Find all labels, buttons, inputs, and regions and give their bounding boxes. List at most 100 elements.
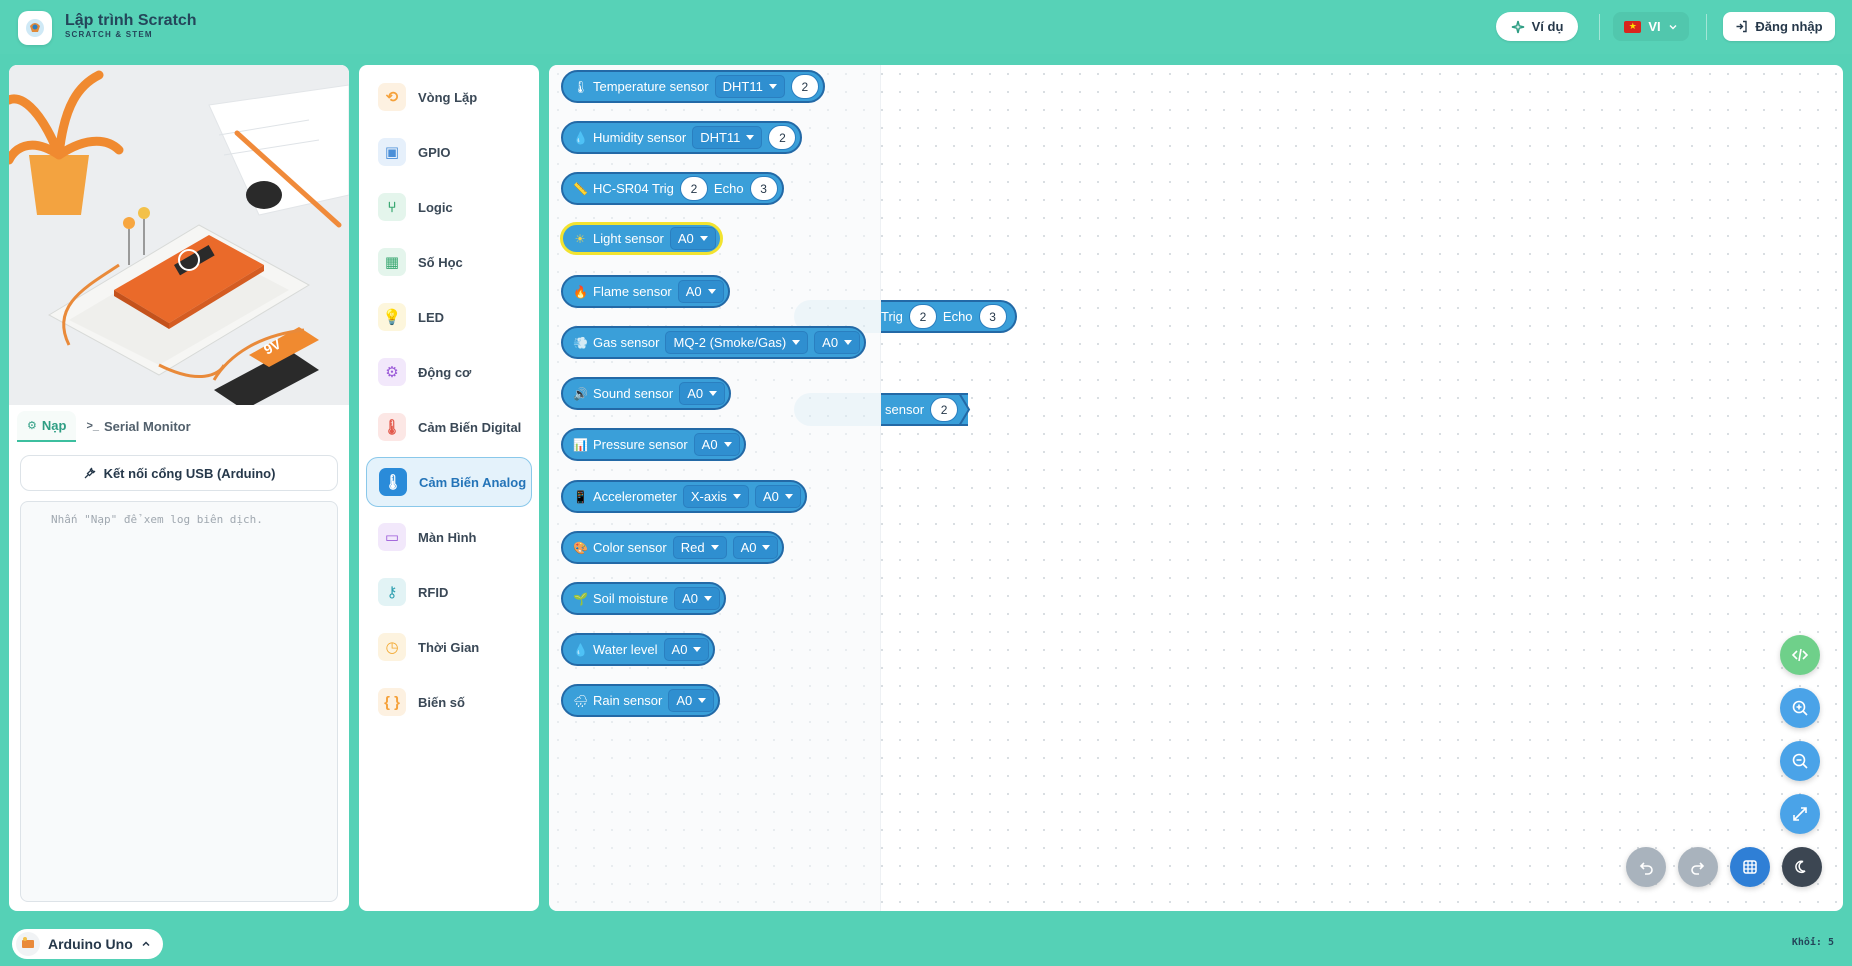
seedling-icon: 🌱 [573,591,588,606]
block-label: Gas sensor [593,335,660,350]
analog-pin-dropdown[interactable]: A0 [674,587,721,610]
analog-pin-dropdown[interactable]: A0 [814,331,861,354]
block-label: Soil moisture [593,591,669,606]
canvas-block-hcsr04[interactable]: Trig 2 Echo 3 [881,300,1017,333]
sensor-type-dropdown[interactable]: DHT11 [714,75,785,98]
sensor-type-dropdown[interactable]: DHT11 [692,126,763,149]
category-gpio[interactable]: ▣ GPIO [366,127,532,177]
examples-button[interactable]: Ví dụ [1496,12,1578,41]
block-label: Color sensor [593,540,667,555]
category-rfid[interactable]: ⚷ RFID [366,567,532,617]
category-led[interactable]: 💡 LED [366,292,532,342]
board-selector[interactable]: Arduino Uno [12,929,163,959]
category-math[interactable]: ▦ Số Học [366,237,532,287]
block-gas-sensor[interactable]: 💨 Gas sensor MQ-2 (Smoke/Gas) A0 [561,326,867,359]
category-label: RFID [418,584,449,600]
login-button[interactable]: Đăng nhập [1723,12,1835,41]
block-pressure-sensor[interactable]: 📊 Pressure sensor A0 [561,428,746,461]
tab-serial-monitor[interactable]: >_ Serial Monitor [76,412,200,441]
canvas-block-sensor[interactable]: sensor 2 [881,393,969,426]
block-rain-sensor[interactable]: 🌧 Rain sensor A0 [561,684,721,717]
caret-down-icon [792,340,801,345]
language-select[interactable]: ★ VI [1613,12,1689,41]
axis-dropdown[interactable]: X-axis [682,485,749,508]
code-icon [1791,648,1809,662]
caret-down-icon [698,698,707,703]
analog-pin-dropdown[interactable]: A0 [669,227,716,250]
trig-pin-input[interactable]: 2 [908,304,937,329]
category-motor[interactable]: ⚙ Động cơ [366,347,532,397]
phone-icon: 📱 [573,489,588,504]
tab-serial-monitor-label: Serial Monitor [103,418,191,434]
view-code-button[interactable] [1780,635,1820,675]
block-soil-moisture[interactable]: 🌱 Soil moisture A0 [561,582,727,615]
zoom-in-button[interactable] [1780,688,1820,728]
block-flame-sensor[interactable]: 🔥 Flame sensor A0 [561,275,730,308]
expand-icon [1793,807,1807,821]
undo-button[interactable] [1626,847,1666,887]
caret-down-icon [746,135,755,140]
block-hcsr04[interactable]: 📏 HC-SR04 Trig 2 Echo 3 [561,172,784,205]
category-logic[interactable]: ⑂ Logic [366,182,532,232]
grid-toggle-button[interactable] [1730,847,1770,887]
caret-down-icon [704,596,713,601]
echo-pin-input[interactable]: 3 [978,304,1007,329]
undo-icon [1639,862,1653,875]
gear-icon: ⚙ [378,358,406,386]
pin-input[interactable]: 2 [768,125,797,150]
zoom-out-button[interactable] [1780,741,1820,781]
analog-pin-dropdown[interactable]: A0 [677,280,724,303]
category-display[interactable]: ▭ Màn Hình [366,512,532,562]
block-humidity-sensor[interactable]: 💧 Humidity sensor DHT11 2 [561,121,803,154]
analog-pin-dropdown[interactable]: A0 [679,382,726,405]
block-water-level[interactable]: 💧 Water level A0 [561,633,716,666]
category-analog-sensor[interactable]: 🌡 Cảm Biến Analog [366,457,532,507]
category-digital-sensor[interactable]: 🌡 Cảm Biến Digital [366,402,532,452]
analog-pin-dropdown[interactable]: A0 [668,689,715,712]
redo-button[interactable] [1678,847,1718,887]
language-label: VI [1648,19,1661,34]
analog-pin-dropdown[interactable]: A0 [732,536,779,559]
dropdown-value: A0 [685,284,702,299]
app-logo[interactable] [18,11,52,45]
canvas-trig-label: Trig [881,309,903,324]
blocks-workspace[interactable]: Trig 2 Echo 3 sensor 2 🌡 Temperature sen… [549,65,1843,911]
echo-pin-input[interactable]: 3 [749,176,778,201]
gas-type-dropdown[interactable]: MQ-2 (Smoke/Gas) [665,331,809,354]
rain-cloud-icon: 🌧 [573,693,589,708]
thermometer-icon: 🌡 [378,413,406,441]
dark-mode-button[interactable] [1782,847,1822,887]
category-label: Vòng Lặp [418,89,478,105]
block-label: Sound sensor [593,386,674,401]
zoom-out-icon [1792,753,1808,769]
caret-down-icon [762,545,771,550]
fit-screen-button[interactable] [1780,794,1820,834]
sensor-pin-input[interactable]: 2 [930,397,959,422]
category-variables[interactable]: { } Biến số [366,677,532,727]
block-accelerometer[interactable]: 📱 Accelerometer X-axis A0 [561,480,807,513]
color-channel-dropdown[interactable]: Red [672,536,727,559]
pin-input[interactable]: 2 [790,74,819,99]
block-light-sensor[interactable]: ☀ Light sensor A0 [560,222,723,255]
block-temperature-sensor[interactable]: 🌡 Temperature sensor DHT11 2 [561,70,825,103]
analog-pin-dropdown[interactable]: A0 [693,433,740,456]
analog-pin-dropdown[interactable]: A0 [754,485,801,508]
thermometer-icon: 🌡 [379,468,407,496]
tab-upload[interactable]: ⚙ Nạp [17,410,77,442]
braces-icon: { } [378,688,406,716]
trig-pin-input[interactable]: 2 [679,176,708,201]
dropdown-value: MQ-2 (Smoke/Gas) [673,335,787,350]
category-time[interactable]: ◷ Thời Gian [366,622,532,672]
compile-log[interactable]: Nhấn "Nạp" để xem log biên dịch. [20,501,338,902]
droplet-icon: 💧 [573,642,588,657]
category-label: LED [418,309,444,325]
block-color-sensor[interactable]: 🎨 Color sensor Red A0 [561,531,785,564]
caret-down-icon [784,494,793,499]
category-label: Cảm Biến Analog [419,474,527,490]
connect-usb-button[interactable]: Kết nối cổng USB (Arduino) [20,455,338,491]
dropdown-value: A0 [671,642,688,657]
block-sound-sensor[interactable]: 🔊 Sound sensor A0 [561,377,732,410]
analog-pin-dropdown[interactable]: A0 [663,638,710,661]
category-loops[interactable]: ⟲ Vòng Lặp [366,72,532,122]
caret-down-icon [693,647,702,652]
